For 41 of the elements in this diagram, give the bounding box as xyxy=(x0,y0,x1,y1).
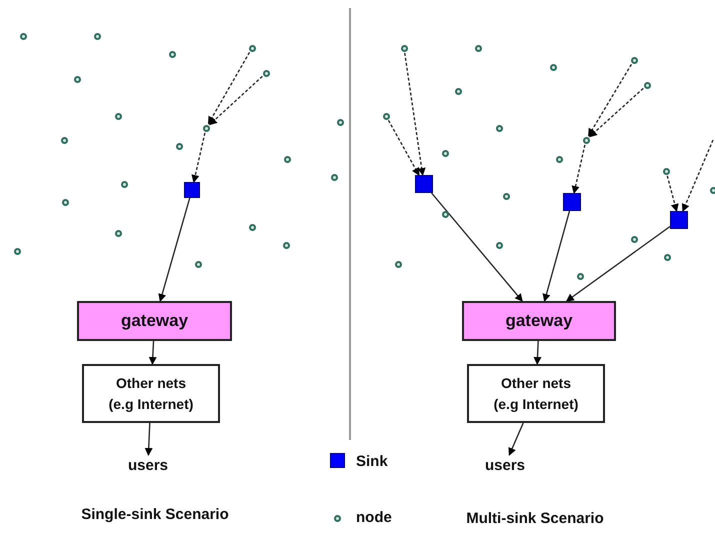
sink-square xyxy=(670,211,688,229)
network-box: Other nets (e.g Internet) xyxy=(467,364,605,423)
arrow xyxy=(588,88,644,138)
network-box: Other nets (e.g Internet) xyxy=(82,364,220,423)
sensor-dot xyxy=(644,82,651,89)
arrow xyxy=(404,52,426,176)
arrow xyxy=(158,198,190,302)
arrow xyxy=(191,132,206,183)
arrow xyxy=(588,64,632,137)
sensor-dot xyxy=(249,45,256,52)
sink-square xyxy=(563,193,581,211)
users-label: users xyxy=(481,455,529,475)
arrow xyxy=(148,340,157,365)
gateway-box: gateway xyxy=(462,301,616,341)
arrow xyxy=(566,226,670,302)
users-label: users xyxy=(124,455,172,475)
sensor-dot xyxy=(263,70,270,77)
sink-square xyxy=(415,175,433,193)
arrow xyxy=(666,176,679,212)
sensor-dot xyxy=(583,137,590,144)
arrow xyxy=(208,52,250,125)
arrow xyxy=(144,422,153,456)
sensor-dot xyxy=(383,113,390,120)
arrow xyxy=(208,76,263,126)
arrow xyxy=(388,120,420,176)
sensor-dot xyxy=(631,57,638,64)
sensor-dot xyxy=(663,168,670,175)
sink-square xyxy=(184,182,200,198)
scenario-caption: Multi-sink Scenario xyxy=(465,508,605,528)
scenario-caption: Single-sink Scenario xyxy=(80,504,230,524)
arrow xyxy=(572,144,586,194)
arrow xyxy=(682,140,714,212)
gateway-box: gateway xyxy=(77,301,232,341)
arrow xyxy=(508,422,524,456)
sensor-dot xyxy=(203,125,210,132)
arrow xyxy=(431,192,523,302)
legend-label: Sink xyxy=(356,452,388,471)
arrow xyxy=(542,210,570,302)
legend-label: node xyxy=(356,508,392,527)
arrow xyxy=(534,340,542,365)
sensor-dot xyxy=(401,45,408,52)
